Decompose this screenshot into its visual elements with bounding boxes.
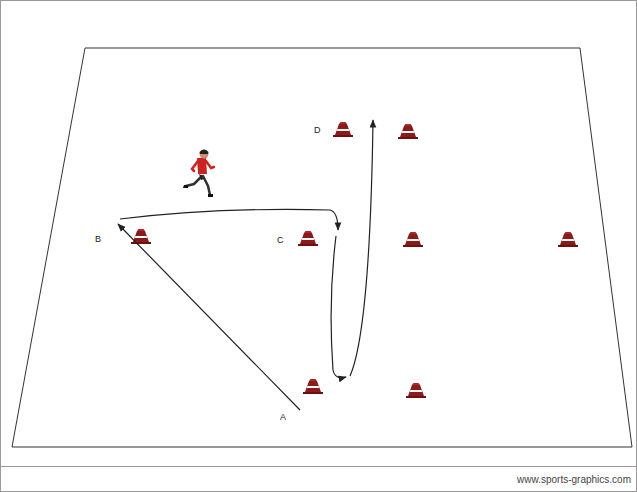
cone: [333, 122, 353, 137]
cone: [298, 231, 318, 246]
pitch-area: [12, 48, 632, 447]
run-arrow: [350, 120, 373, 376]
cone: [558, 232, 578, 247]
point-letter: A: [280, 413, 286, 422]
run-arrow: [331, 236, 346, 378]
run-paths: [118, 120, 373, 410]
point-letter: C: [277, 236, 284, 245]
point-letter: D: [314, 126, 321, 135]
run-arrow: [118, 224, 300, 410]
cone: [403, 232, 423, 247]
run-arrow: [120, 209, 338, 230]
cone: [406, 383, 426, 398]
cone: [303, 379, 323, 394]
point-letter: B: [95, 235, 101, 244]
cone: [398, 124, 418, 139]
cone: [131, 229, 151, 244]
footer-rule: [0, 466, 637, 467]
watermark: www.sports-graphics.com: [517, 475, 631, 485]
player-figure: [183, 150, 214, 198]
cones: [131, 122, 578, 398]
